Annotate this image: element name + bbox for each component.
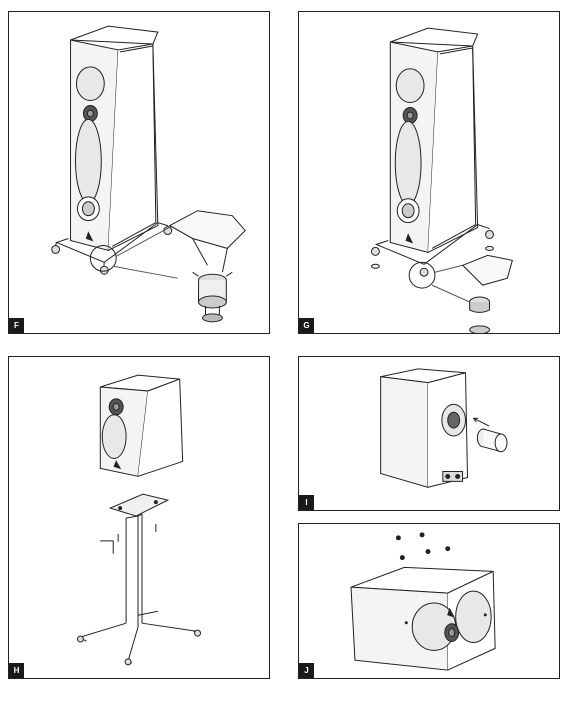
panel-g: G (298, 11, 560, 334)
panel-h: H (8, 356, 270, 679)
bookshelf-speaker-stand-illustration (9, 357, 269, 678)
center-speaker-pads-illustration (299, 524, 559, 678)
tower-speaker-spike-illustration (9, 12, 269, 333)
panel-g-label: G (299, 318, 314, 333)
panel-h-label: H (9, 663, 24, 678)
panel-i: I (298, 356, 560, 511)
panel-j: J (298, 523, 560, 679)
panel-f-label: F (9, 318, 24, 333)
panel-i-label: I (299, 495, 314, 510)
panel-j-label: J (299, 663, 314, 678)
panel-f: F (8, 11, 270, 334)
port-plug-illustration (299, 357, 559, 510)
tower-speaker-spike-cup-illustration (299, 12, 559, 333)
